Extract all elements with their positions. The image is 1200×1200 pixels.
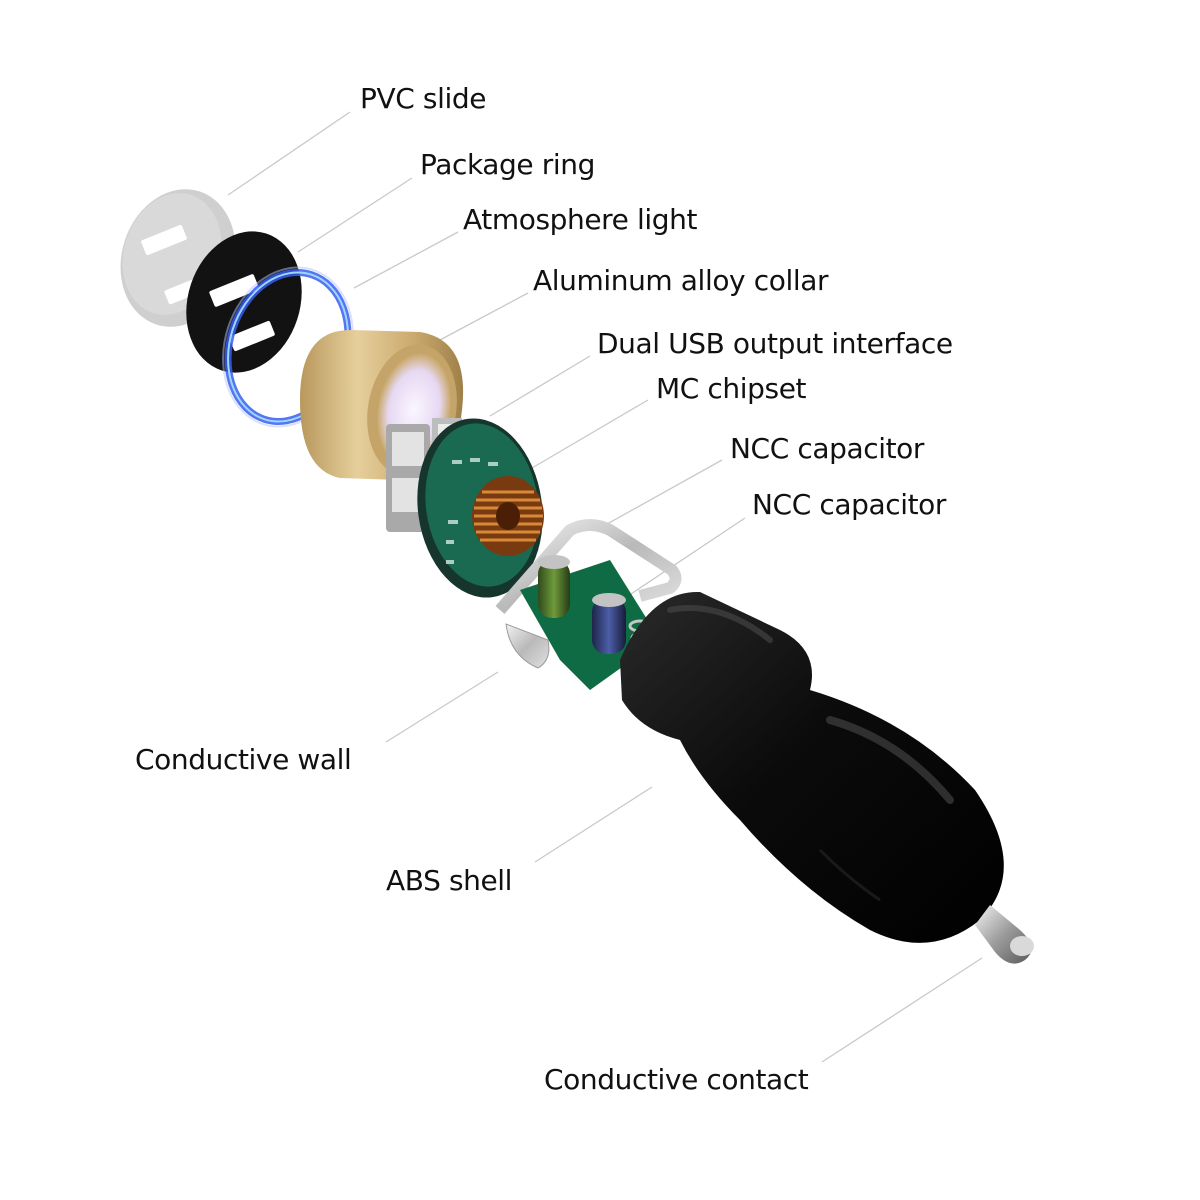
leader-conductive-wall	[385, 671, 499, 743]
conductive-wall-part	[495, 519, 682, 669]
leader-ncc-capacitor-2	[627, 517, 746, 597]
label-pvc-slide: PVC slide	[360, 82, 486, 115]
label-package-ring: Package ring	[420, 148, 595, 181]
leader-abs-shell	[534, 786, 653, 863]
component-labels: PVC slide Package ring Atmosphere light …	[135, 82, 953, 1096]
label-atmosphere-light: Atmosphere light	[463, 203, 697, 236]
label-mc-chipset: MC chipset	[656, 372, 807, 405]
label-ncc-capacitor-1: NCC capacitor	[730, 432, 925, 465]
label-conductive-wall: Conductive wall	[135, 743, 351, 776]
leader-lines	[227, 111, 983, 1063]
leader-dual-usb	[489, 355, 591, 417]
leader-conductive-contact	[821, 957, 983, 1063]
leader-package-ring	[297, 177, 413, 253]
leader-ncc-capacitor-1	[599, 459, 723, 529]
abs-shell-part	[620, 591, 1004, 943]
leader-aluminum-collar	[439, 292, 529, 341]
label-dual-usb-output-interface: Dual USB output interface	[597, 327, 953, 360]
pcb-module-part	[386, 418, 544, 598]
leader-mc-chipset	[531, 399, 649, 469]
label-ncc-capacitor-2: NCC capacitor	[752, 488, 947, 521]
leader-atmosphere-light	[353, 231, 459, 289]
conductive-contact-part	[975, 905, 1034, 964]
label-aluminum-alloy-collar: Aluminum alloy collar	[533, 264, 829, 297]
leader-pvc-slide	[227, 111, 351, 196]
label-abs-shell: ABS shell	[386, 864, 512, 897]
label-conductive-contact: Conductive contact	[544, 1063, 809, 1096]
